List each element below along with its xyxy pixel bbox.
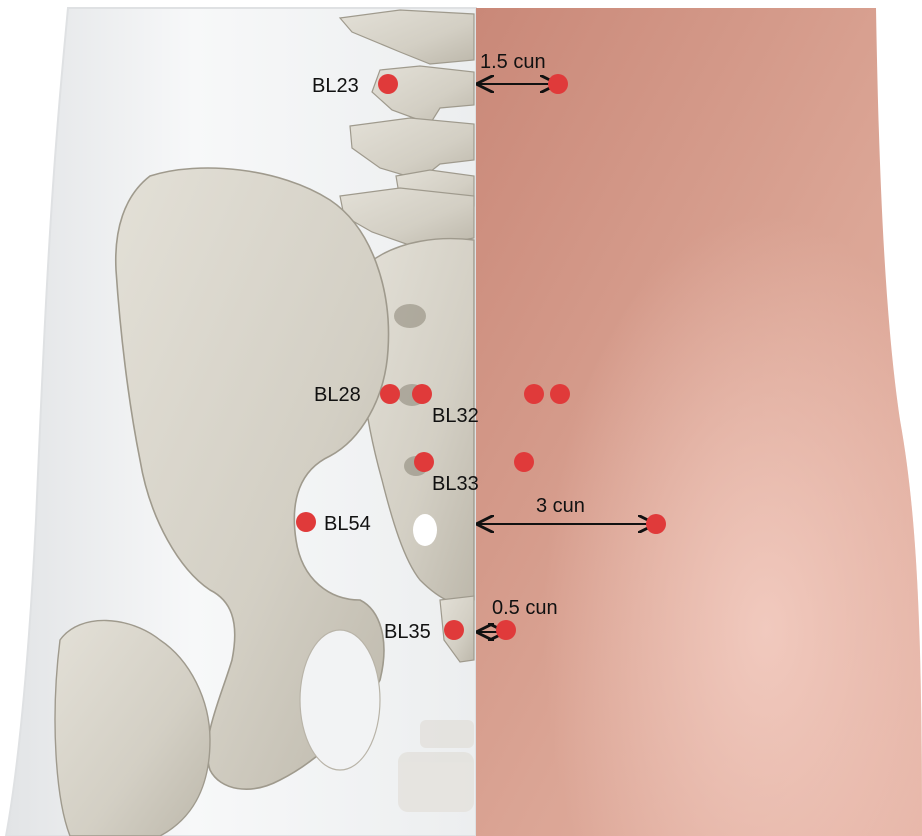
label-3-cun: 3 cun [536,495,585,517]
label-1-5-cun: 1.5 cun [480,51,546,73]
acupoint-marker-icon [444,620,464,640]
label-bl28: BL28 [314,384,361,406]
acupoint-marker-icon [412,384,432,404]
acupoint-marker-icon [548,74,568,94]
skin-highlight [476,8,922,836]
acupoint-marker-icon [380,384,400,404]
label-bl54: BL54 [324,513,371,535]
label-0-5-cun: 0.5 cun [492,597,558,619]
acupoint-marker-icon [414,452,434,472]
label-bl35: BL35 [384,621,431,643]
acupoint-marker-icon [646,514,666,534]
acupoint-marker-icon [378,74,398,94]
obturator-foramen [300,630,380,770]
label-bl32: BL32 [432,405,479,427]
label-bl23: BL23 [312,75,359,97]
acupoint-marker-icon [296,512,316,532]
acupoint-marker-icon [496,620,516,640]
label-bl33: BL33 [432,473,479,495]
sacral-holes [413,514,437,546]
acupoint-marker-icon [550,384,570,404]
acupoint-marker-icon [514,452,534,472]
acupoint-marker-icon [524,384,544,404]
